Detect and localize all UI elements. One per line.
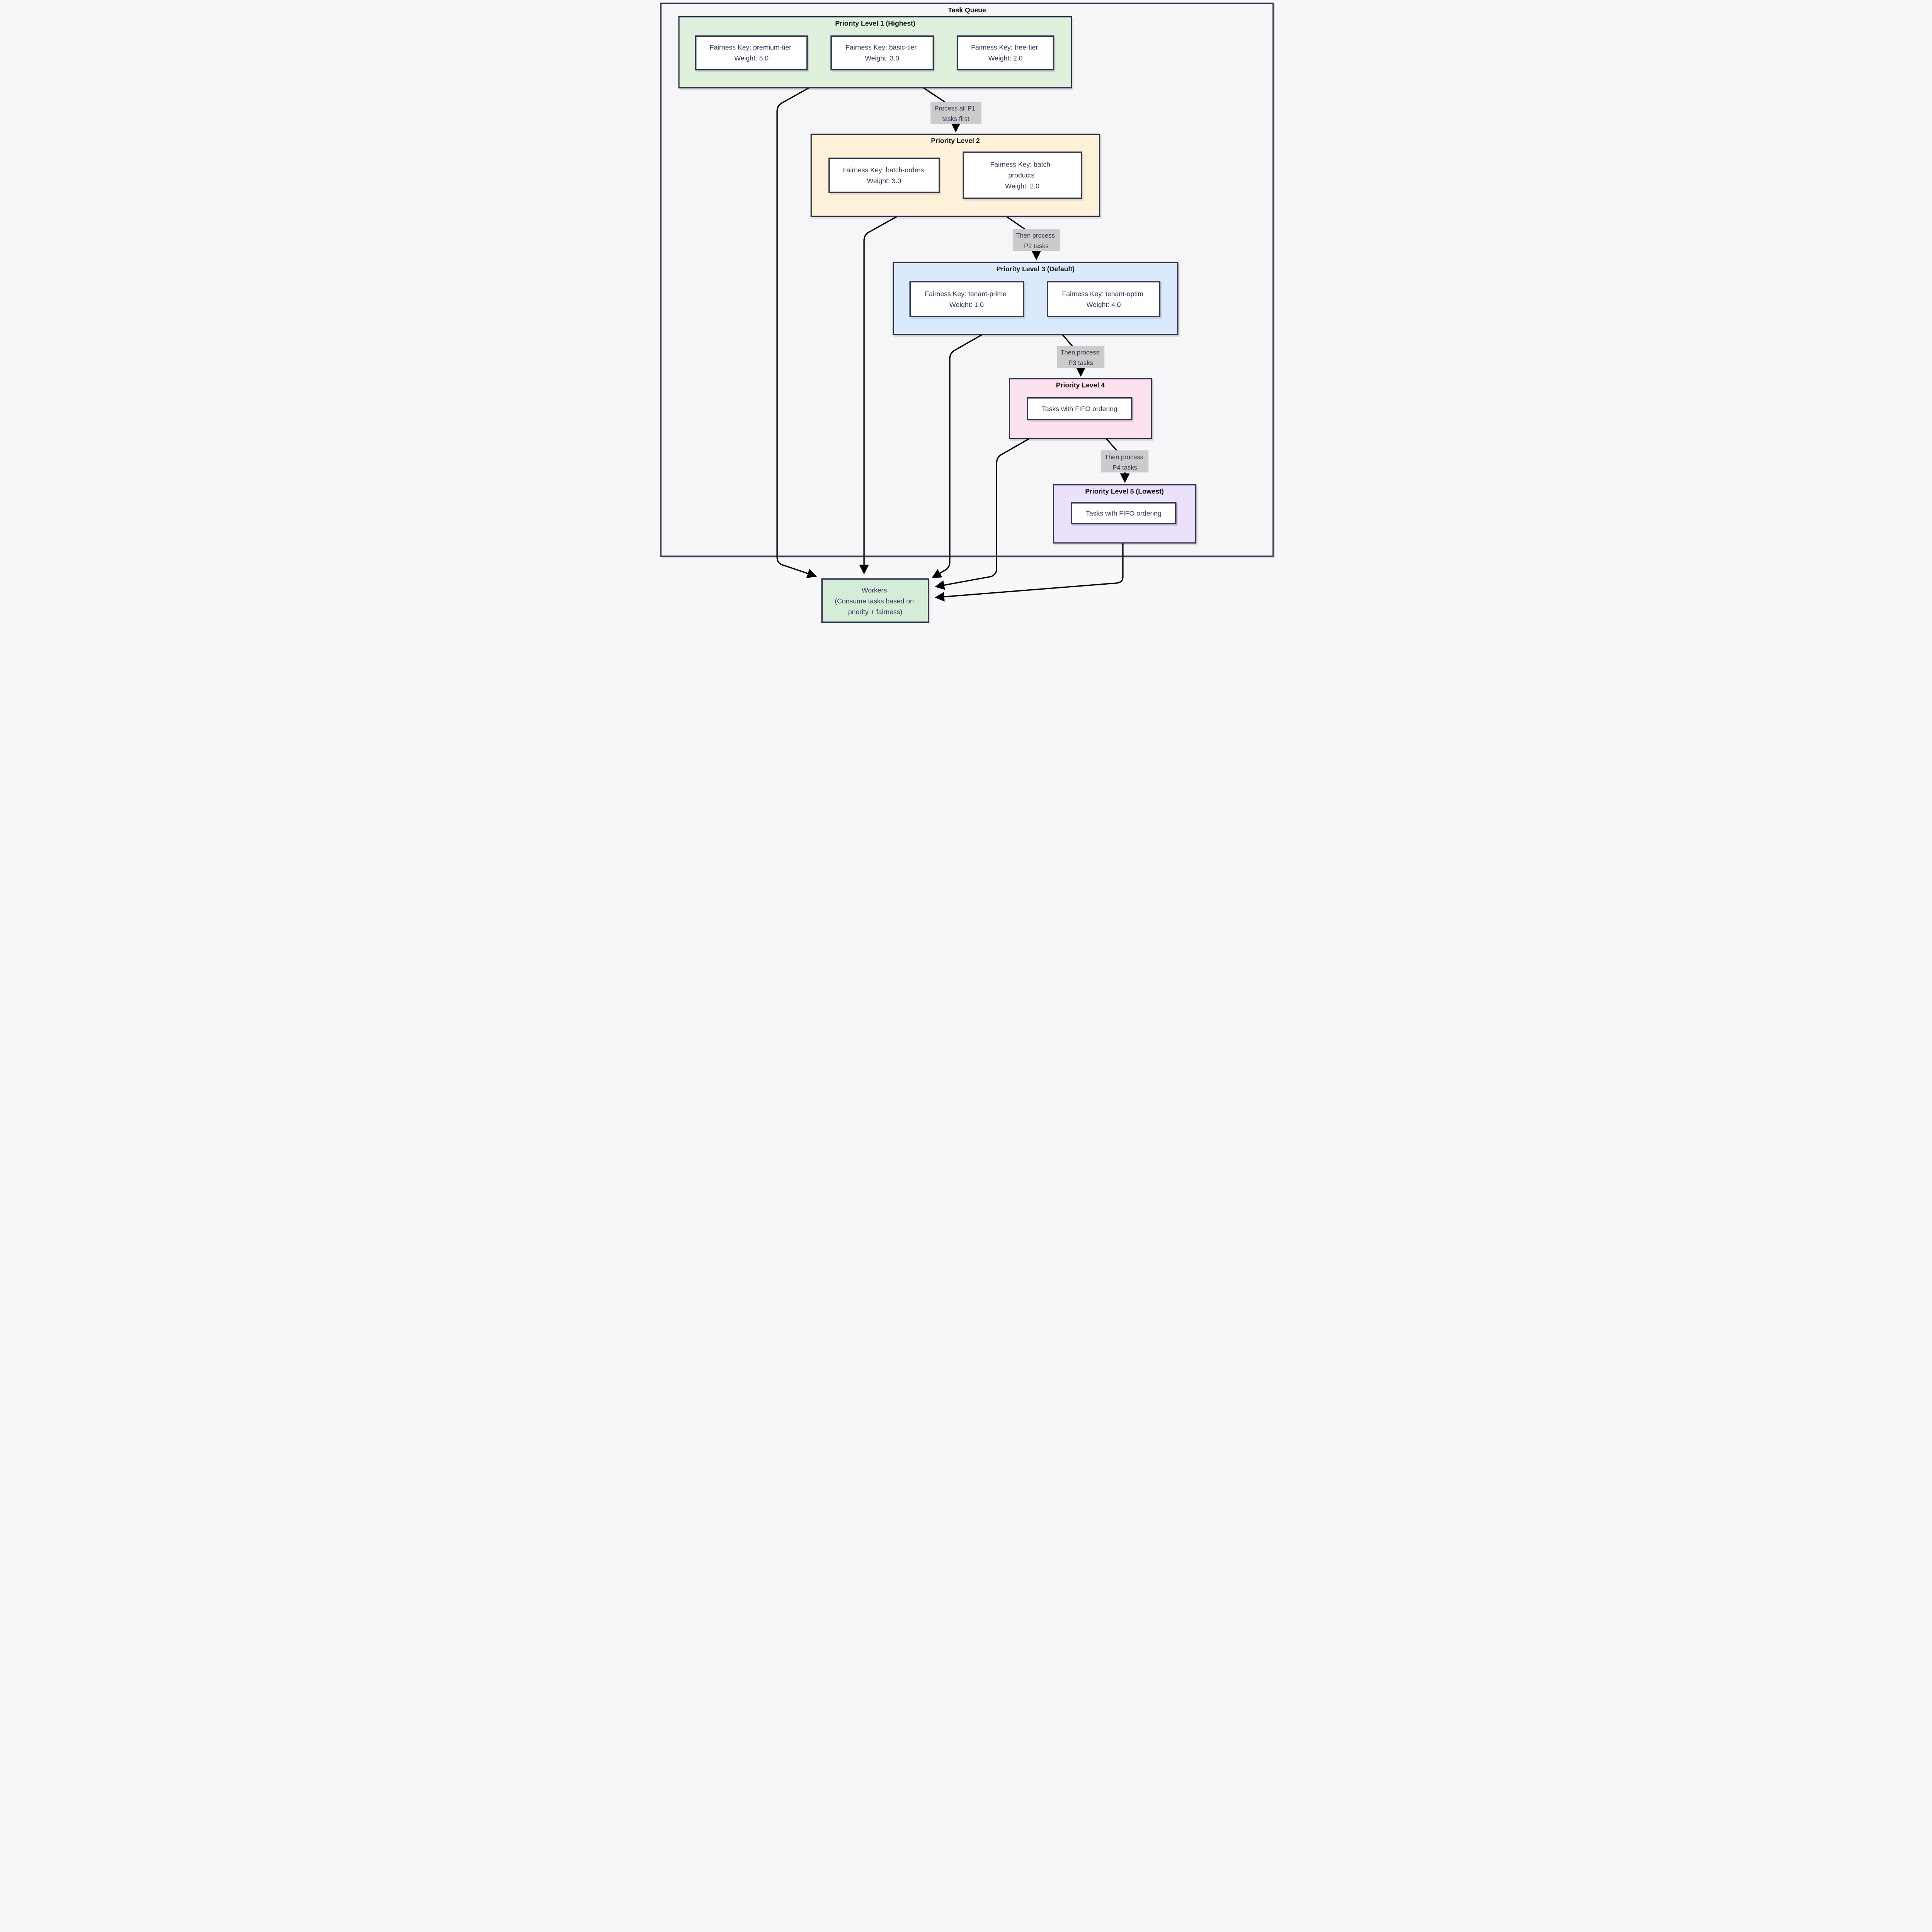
node-fifo-p5: Tasks with FIFO ordering: [1071, 502, 1177, 525]
node-basic-tier-label: Fairness Key: basic-tier Weight: 3.0: [845, 44, 918, 62]
node-tenant-optim-label: Fairness Key: tenant-optim Weight: 4.0: [1062, 290, 1145, 308]
task-queue-diagram: Task Queue Priority Level 1 (Highest) Fa…: [657, 0, 1275, 623]
node-fifo-p5-bg: [1071, 502, 1177, 525]
node-batch-products: Fairness Key: batch- products Weight: 2.…: [963, 151, 1082, 199]
edge-label-process-p1-text: Process all P1 tasks first: [934, 105, 977, 122]
cluster-priority-2-title: Priority Level 2: [931, 137, 980, 145]
edge-label-process-p3: Then process P3 tasks: [1057, 345, 1105, 368]
node-tenant-optim: Fairness Key: tenant-optim Weight: 4.0: [1047, 281, 1161, 317]
cluster-priority-1: Priority Level 1 (Highest) Fairness Key:…: [678, 16, 1072, 88]
node-fifo-p5-label: Tasks with FIFO ordering: [1086, 510, 1162, 517]
edge-label-process-p3-bg: [1057, 345, 1105, 368]
edge-label-process-p1: Process all P1 tasks first: [930, 102, 981, 124]
cluster-priority-1-title: Priority Level 1 (Highest): [835, 19, 915, 27]
node-batch-orders: Fairness Key: batch-orders Weight: 3.0: [828, 157, 940, 193]
edge-label-process-p2-bg: [1012, 229, 1060, 251]
edge-label-process-p4-text: Then process P4 tasks: [1105, 453, 1145, 471]
edges: [776, 87, 1130, 602]
cluster-priority-4-title: Priority Level 4: [1056, 381, 1105, 389]
node-free-tier-bg: [956, 35, 1054, 71]
node-tenant-optim-bg: [1047, 281, 1161, 317]
node-premium-tier-bg: [695, 35, 808, 71]
node-workers: Workers (Consume tasks based on priority…: [821, 578, 929, 623]
edge-label-process-p2: Then process P2 tasks: [1012, 229, 1060, 251]
node-basic-tier: Fairness Key: basic-tier Weight: 3.0: [830, 35, 934, 71]
cluster-priority-3-title: Priority Level 3 (Default): [997, 265, 1075, 273]
cluster-priority-5-title: Priority Level 5 (Lowest): [1085, 488, 1164, 495]
edge-p2-to-workers: [859, 216, 898, 575]
edge-p4-to-workers: [935, 438, 1030, 590]
edge-p1-to-workers: [776, 87, 817, 578]
node-fifo-p4-label: Tasks with FIFO ordering: [1042, 405, 1117, 413]
node-free-tier-label: Fairness Key: free-tier Weight: 2.0: [971, 44, 1040, 62]
edge-p5-to-workers: [935, 543, 1124, 602]
node-fifo-p4-bg: [1027, 397, 1133, 420]
cluster-priority-5: Priority Level 5 (Lowest) Tasks with FIF…: [1053, 484, 1197, 544]
node-premium-tier-label: Fairness Key: premium-tier Weight: 5.0: [710, 44, 793, 62]
node-batch-products-label: Fairness Key: batch- products Weight: 2.…: [990, 160, 1054, 190]
node-workers-bg: [821, 578, 929, 623]
edge-p3-to-workers: [932, 334, 983, 578]
node-tenant-prime-bg: [909, 281, 1024, 317]
node-batch-orders-label: Fairness Key: batch-orders Weight: 3.0: [842, 166, 926, 185]
node-workers-label: Workers (Consume tasks based on priority…: [835, 587, 915, 616]
edge-label-process-p4-bg: [1101, 450, 1149, 473]
diagram-title: Task Queue: [948, 6, 986, 14]
cluster-priority-4: Priority Level 4 Tasks with FIFO orderin…: [1009, 378, 1153, 439]
edge-label-process-p2-text: Then process P2 tasks: [1016, 232, 1056, 250]
edge-labels: Process all P1 tasks first Then process …: [930, 102, 1149, 473]
cluster-priority-2: Priority Level 2 Fairness Key: batch-ord…: [810, 133, 1100, 217]
cluster-priority-3: Priority Level 3 (Default) Fairness Key:…: [893, 262, 1179, 335]
node-premium-tier: Fairness Key: premium-tier Weight: 5.0: [695, 35, 808, 71]
edge-label-process-p1-bg: [930, 102, 981, 124]
edge-label-process-p3-text: Then process P3 tasks: [1061, 349, 1101, 367]
edge-label-process-p4: Then process P4 tasks: [1101, 450, 1149, 473]
node-fifo-p4: Tasks with FIFO ordering: [1027, 397, 1133, 420]
node-tenant-prime: Fairness Key: tenant-prime Weight: 1.0: [909, 281, 1024, 317]
node-free-tier: Fairness Key: free-tier Weight: 2.0: [956, 35, 1054, 71]
diagram-canvas: Task Queue Priority Level 1 (Highest) Fa…: [660, 2, 1274, 623]
node-batch-products-bg: [963, 151, 1082, 199]
node-tenant-prime-label: Fairness Key: tenant-prime Weight: 1.0: [925, 290, 1008, 308]
node-batch-orders-bg: [828, 157, 940, 193]
node-basic-tier-bg: [830, 35, 934, 71]
